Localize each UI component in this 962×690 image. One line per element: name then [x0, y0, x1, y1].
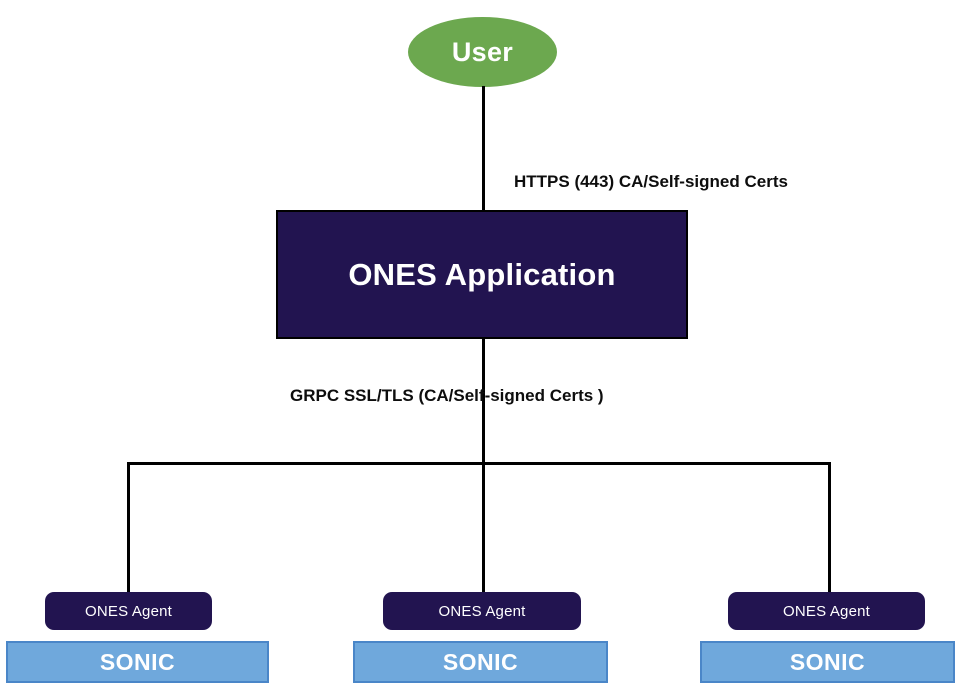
connector-user-to-application	[482, 86, 485, 212]
node-ones-application-label: ONES Application	[348, 256, 616, 292]
node-sonic-3[interactable]: SONIC	[700, 641, 955, 683]
node-ones-agent-3[interactable]: ONES Agent	[728, 592, 925, 630]
connector-bus-to-agent-3	[828, 462, 831, 593]
node-ones-agent-2-label: ONES Agent	[438, 602, 526, 620]
node-sonic-2[interactable]: SONIC	[353, 641, 608, 683]
connector-bus-to-agent-1	[127, 462, 130, 593]
connector-application-to-bus	[482, 338, 485, 465]
node-sonic-1-label: SONIC	[99, 648, 176, 675]
node-ones-agent-1[interactable]: ONES Agent	[45, 592, 212, 630]
node-ones-application[interactable]: ONES Application	[276, 210, 688, 339]
node-sonic-1[interactable]: SONIC	[6, 641, 269, 683]
edge-label-grpc: GRPC SSL/TLS (CA/Self-signed Certs )	[290, 386, 604, 405]
node-user-label: User	[451, 36, 514, 67]
node-ones-agent-3-label: ONES Agent	[782, 602, 871, 620]
node-user[interactable]: User	[408, 17, 557, 87]
connector-horizontal-bus	[127, 462, 831, 465]
node-ones-agent-1-label: ONES Agent	[84, 602, 173, 620]
node-sonic-2-label: SONIC	[442, 648, 519, 675]
node-ones-agent-2[interactable]: ONES Agent	[383, 592, 581, 630]
connector-bus-to-agent-2	[482, 462, 485, 593]
node-sonic-3-label: SONIC	[789, 648, 866, 675]
edge-label-https-line1: HTTPS (443) CA/Self-signed Certs	[514, 172, 788, 191]
